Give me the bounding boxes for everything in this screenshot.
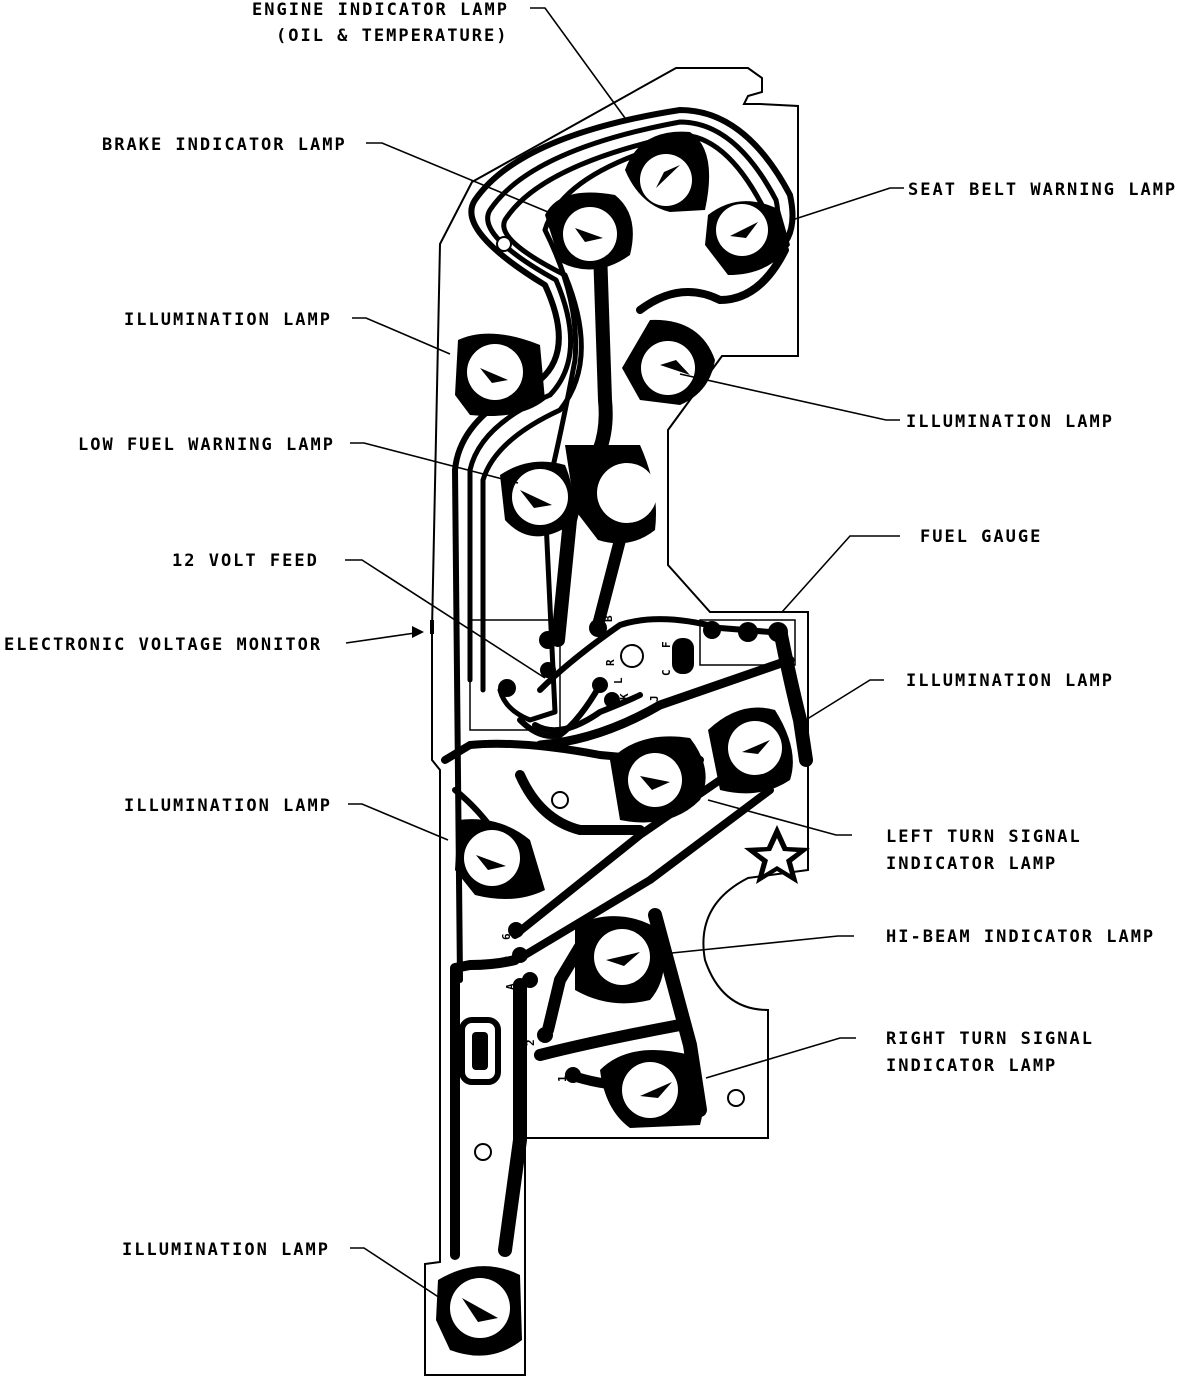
label-illumination-lamp-middle-left: ILLUMINATION LAMP xyxy=(124,796,332,816)
label-low-fuel-warning-lamp: LOW FUEL WARNING LAMP xyxy=(78,435,335,455)
lamp-left-turn-signal xyxy=(610,736,706,823)
lamp-illumination-bottom xyxy=(436,1266,522,1356)
label-electronic-voltage-monitor: ELECTRONIC VOLTAGE MONITOR xyxy=(4,635,322,655)
pin-f: F xyxy=(660,641,673,648)
pin-r: R xyxy=(604,659,617,666)
pin-2: 2 xyxy=(524,1039,537,1046)
fuel-gauge-terminal-block xyxy=(699,619,796,666)
lamp-brake-indicator xyxy=(545,192,633,270)
label-engine-indicator-lamp: ENGINE INDICATOR LAMP xyxy=(252,0,509,20)
label-left-turn-signal: LEFT TURN SIGNAL xyxy=(886,827,1082,847)
label-12-volt-feed: 12 VOLT FEED xyxy=(172,551,319,571)
pin-c: C xyxy=(660,669,673,676)
pin-1: 1 xyxy=(556,1075,569,1082)
pin-j: J xyxy=(648,695,661,702)
label-right-turn-signal: RIGHT TURN SIGNAL xyxy=(886,1029,1094,1049)
pin-5: 5 xyxy=(503,955,516,962)
pentastar-icon xyxy=(744,825,810,884)
label-illumination-lamp-middle-right: ILLUMINATION LAMP xyxy=(906,671,1114,691)
lamp-illumination-lower-left xyxy=(455,819,545,899)
pin-6: 6 xyxy=(500,933,513,940)
pin-k: K xyxy=(618,693,631,700)
connector-terminals xyxy=(498,619,788,1083)
pin-b: B xyxy=(602,615,615,622)
connector-pin-labels: B R L K J C F 6 5 A 2 1 xyxy=(500,615,673,1082)
label-illumination-lamp-upper-right: ILLUMINATION LAMP xyxy=(906,412,1114,432)
lamp-illumination-middle-right xyxy=(708,707,793,794)
pin-l: L xyxy=(612,677,625,684)
lamp-right-turn-signal xyxy=(600,1050,704,1128)
lamp-low-fuel-companion xyxy=(565,445,657,544)
label-seat-belt-warning-lamp: SEAT BELT WARNING LAMP xyxy=(908,180,1177,200)
pin-a: A xyxy=(504,983,517,990)
label-left-turn-indicator-lamp: INDICATOR LAMP xyxy=(886,854,1057,874)
label-illumination-lamp-bottom: ILLUMINATION LAMP xyxy=(122,1240,330,1260)
lamp-illumination-upper-left xyxy=(455,333,545,416)
label-fuel-gauge: FUEL GAUGE xyxy=(920,527,1042,547)
label-illumination-lamp-upper-left: ILLUMINATION LAMP xyxy=(124,310,332,330)
label-brake-indicator-lamp: BRAKE INDICATOR LAMP xyxy=(102,135,347,155)
connector-housing xyxy=(469,619,561,731)
trace-bundle-lower xyxy=(441,623,813,1260)
lamp-illumination-upper-right xyxy=(622,319,715,405)
label-oil-temperature: (OIL & TEMPERATURE) xyxy=(276,26,508,46)
label-right-turn-indicator-lamp: INDICATOR LAMP xyxy=(886,1056,1057,1076)
lamp-low-fuel xyxy=(500,461,573,537)
callout-labels: ENGINE INDICATOR LAMP (OIL & TEMPERATURE… xyxy=(4,0,1177,1260)
leader-lines xyxy=(345,7,904,1299)
lamp-hi-beam xyxy=(575,916,665,1004)
lamp-engine-indicator xyxy=(625,131,710,212)
label-hi-beam-indicator-lamp: HI-BEAM INDICATOR LAMP xyxy=(886,927,1155,947)
lamp-seat-belt xyxy=(705,201,790,275)
mounting-holes xyxy=(474,236,745,1161)
voltage-monitor-bracket xyxy=(459,1017,501,1085)
